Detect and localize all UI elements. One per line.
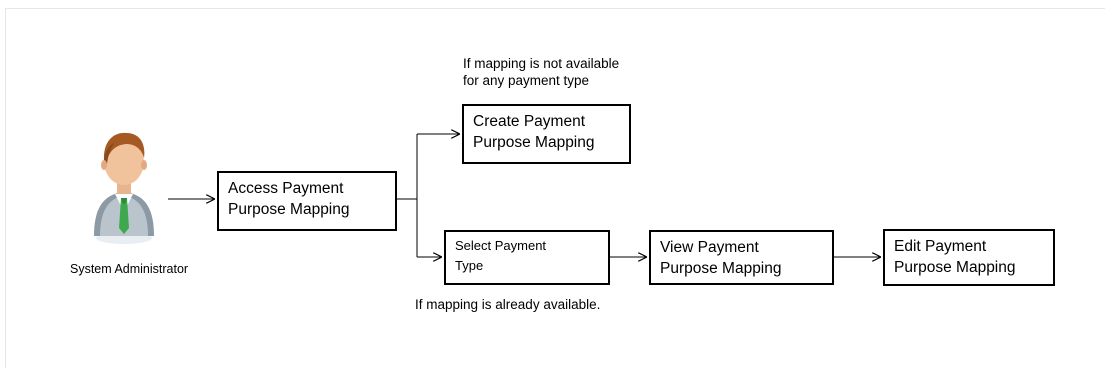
node-access-payment-purpose-mapping: Access Payment Purpose Mapping — [217, 171, 397, 231]
node-edit-payment-purpose-mapping: Edit Payment Purpose Mapping — [883, 229, 1055, 286]
node-create-payment-purpose-mapping: Create Payment Purpose Mapping — [462, 104, 631, 164]
note-not-available: If mapping is not available for any paym… — [463, 56, 620, 88]
note-already-available: If mapping is already available. — [415, 297, 601, 312]
node-select-payment-type: Select Payment Type — [444, 230, 610, 285]
actor-label: System Administrator — [70, 262, 189, 276]
diagram-frame — [5, 8, 1105, 368]
user-avatar-icon — [88, 124, 160, 253]
node-view-payment-purpose-mapping: View Payment Purpose Mapping — [649, 230, 834, 285]
